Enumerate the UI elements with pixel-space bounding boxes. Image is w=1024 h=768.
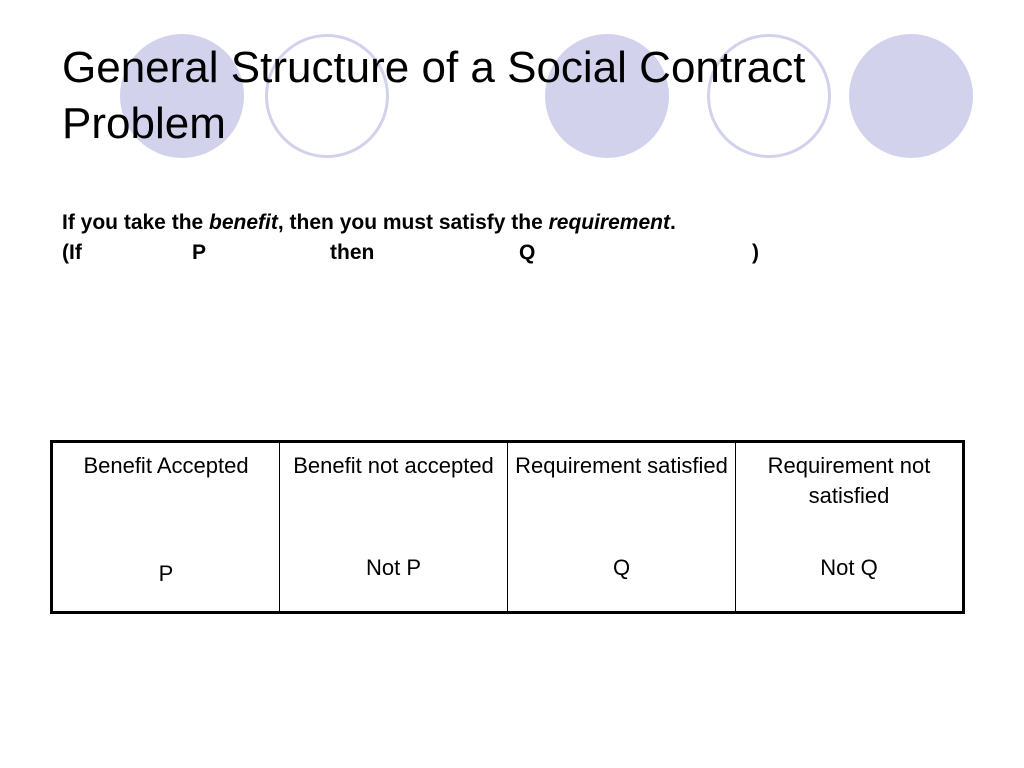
rule-suffix: . <box>669 211 676 234</box>
logic-q: Q <box>519 241 536 264</box>
slide-title: General Structure of a Social Contract P… <box>62 40 962 152</box>
table-cell-benefit-accepted: Benefit Accepted P <box>51 441 280 613</box>
slide-title-line-2: Problem <box>62 99 226 148</box>
rule-middle: , then you must satisfy the <box>277 211 549 234</box>
logic-open: (If <box>62 241 82 264</box>
table-row: Benefit Accepted P Benefit not accepted … <box>51 441 964 613</box>
cell-heading: Requirement satisfied <box>515 453 728 478</box>
rule-prefix: If you take the <box>62 211 210 234</box>
decor-circle-filled-2 <box>545 34 669 158</box>
decor-circle-outline-1 <box>265 34 389 158</box>
decor-circle-filled-3 <box>849 34 973 158</box>
logic-close: ) <box>752 241 759 264</box>
table-cell-requirement-satisfied: Requirement satisfied Q <box>507 441 736 613</box>
cell-symbol: P <box>158 561 174 586</box>
slide-title-line-1: General Structure of a Social Contract <box>62 43 806 92</box>
table-cell-benefit-not-accepted: Benefit not accepted Not P <box>279 441 508 613</box>
cell-symbol: Q <box>612 555 631 580</box>
cell-heading: Benefit Accepted <box>83 453 249 478</box>
rule-statement: If you take the benefit, then you must s… <box>62 208 676 238</box>
logic-then: then <box>330 241 375 264</box>
table-cell-requirement-not-satisfied: Requirement not satisfied Not Q <box>735 441 964 613</box>
decor-circle-outline-2 <box>707 34 831 158</box>
cell-symbol: Not Q <box>820 555 878 580</box>
cell-symbol: Not P <box>365 555 422 580</box>
decor-circle-filled-1 <box>120 34 244 158</box>
cell-heading: Benefit not accepted <box>293 453 494 478</box>
cell-heading: Requirement not satisfied <box>767 453 931 508</box>
logic-p: P <box>192 241 207 264</box>
rule-benefit-word: benefit <box>209 211 278 234</box>
card-matrix-table: Benefit Accepted P Benefit not accepted … <box>50 440 965 614</box>
rule-requirement-word: requirement <box>548 211 670 234</box>
